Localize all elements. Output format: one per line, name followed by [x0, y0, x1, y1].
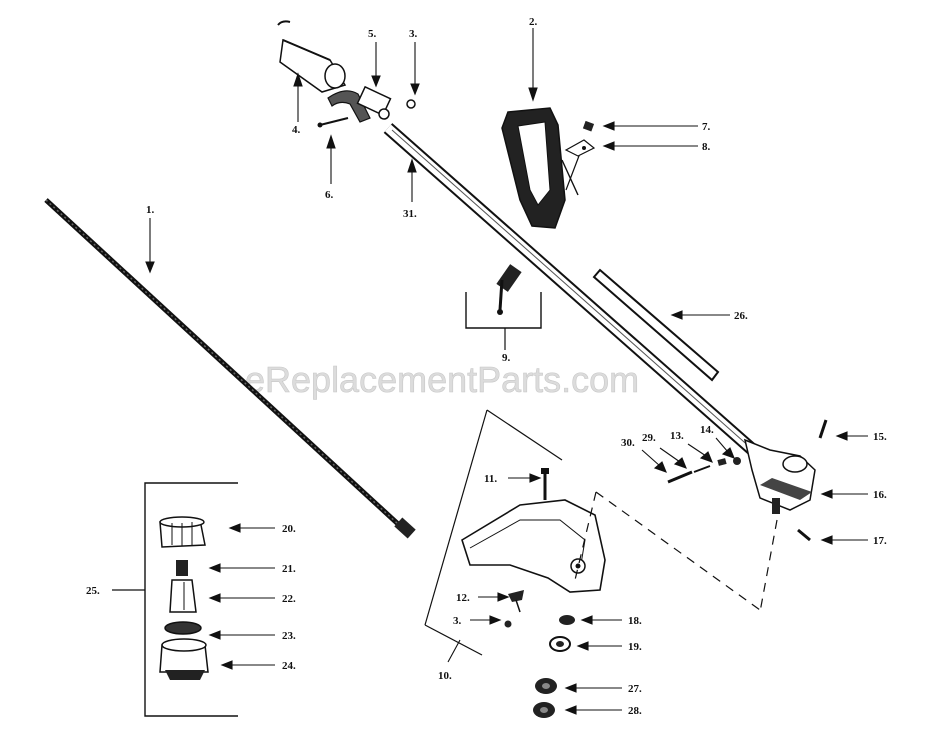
callout-12: 12. [456, 592, 470, 604]
part-guard-10 [424, 409, 778, 656]
part-bolt-17 [797, 528, 811, 542]
callout-leaders [145, 28, 868, 715]
callout-19: 19. [628, 641, 642, 653]
callout-30: 30. [621, 437, 635, 449]
part-head-assembly-25 [112, 482, 238, 717]
part-bolt-29-30 [667, 465, 711, 484]
part-washer-18 [559, 615, 575, 625]
callout-18: 18. [628, 615, 642, 627]
part-screw-6 [317, 117, 349, 128]
callout-2: 2. [529, 16, 538, 28]
part-nut-3 [406, 99, 416, 109]
callout-17: 17. [873, 535, 887, 547]
callout-25: 25. [86, 585, 100, 597]
callout-10: 10. [438, 670, 452, 682]
callout-5: 5. [368, 28, 377, 40]
callout-31: 31. [403, 208, 417, 220]
watermark: eReplacementParts.com [245, 359, 639, 400]
part-hardware-13-14 [717, 457, 741, 466]
callout-11: 11. [484, 473, 497, 485]
callout-26: 26. [734, 310, 748, 322]
part-clamp-8 [564, 139, 596, 157]
callout-22: 22. [282, 593, 296, 605]
callout-15: 15. [873, 431, 887, 443]
part-screw-15 [818, 419, 828, 439]
callout-28: 28. [628, 705, 642, 717]
callout-23: 23. [282, 630, 296, 642]
part-clamp-5 [327, 85, 392, 123]
callout-27: 27. [628, 683, 642, 695]
part-handle-grip [501, 107, 583, 229]
callout-24: 24. [282, 660, 296, 672]
part-spool-22 [169, 579, 197, 613]
part-ring-23 [164, 621, 202, 635]
part-sleeve-26 [592, 268, 720, 382]
part-shaft-tube [383, 123, 760, 457]
part-housing-24 [159, 638, 209, 680]
callout-14: 14. [700, 424, 714, 436]
part-screw-11 [541, 468, 549, 500]
part-washer-28 [533, 702, 555, 718]
callout-7: 7. [702, 121, 711, 133]
callout-20: 20. [282, 523, 296, 535]
part-clip-12 [508, 590, 524, 613]
callout-13: 13. [670, 430, 684, 442]
callout-3: 3. [409, 28, 418, 40]
callout-21: 21. [282, 563, 296, 575]
part-knob-20 [159, 516, 206, 548]
callout-29: 29. [642, 432, 656, 444]
part-drive-shaft [44, 198, 416, 539]
part-coupler-tube [277, 20, 347, 93]
callout-8: 8. [702, 141, 711, 153]
part-gearbox-16 [743, 438, 816, 514]
part-spring-21 [176, 560, 188, 576]
part-nut-19 [549, 636, 571, 652]
callout-4: 4. [292, 124, 301, 136]
callout-9: 9. [502, 352, 511, 364]
part-throttle-9 [465, 264, 542, 350]
part-washer-27 [535, 678, 557, 694]
part-screw-7 [582, 120, 595, 132]
callout-16: 16. [873, 489, 887, 501]
part-screw-3b [504, 620, 512, 628]
callout-6: 6. [325, 189, 334, 201]
callout-3b: 3. [453, 615, 462, 627]
callout-labels: 1. 2. 3. 5. 4. 6. 31. 7. 8. 9. 26. 30. 2… [86, 16, 887, 717]
callout-1: 1. [146, 204, 155, 216]
